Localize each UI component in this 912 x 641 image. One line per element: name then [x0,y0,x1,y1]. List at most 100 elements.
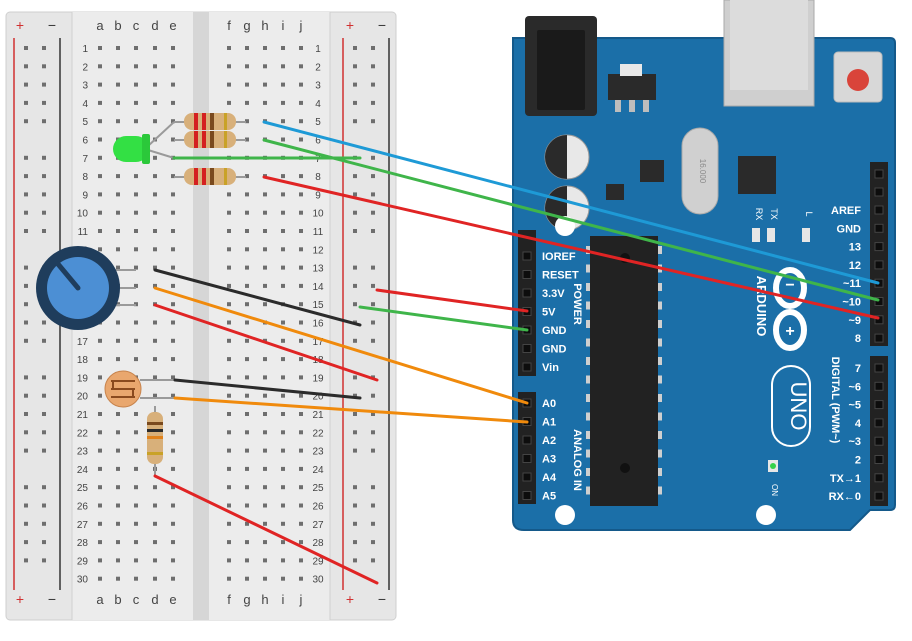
wire-green-pin-10[interactable] [262,138,880,302]
breadboard-hole[interactable] [227,521,231,526]
breadboard-hole[interactable] [134,229,138,233]
breadboard-hole[interactable] [153,174,157,179]
breadboard-hole[interactable] [281,64,285,69]
rail-hole[interactable] [371,229,375,233]
breadboard-hole[interactable] [245,393,249,398]
breadboard-hole[interactable] [153,540,157,545]
breadboard-hole[interactable] [263,82,267,87]
digital-pin[interactable] [874,436,884,446]
rail-hole[interactable] [42,540,46,545]
breadboard-hole[interactable] [171,64,175,69]
arduino-uno-board[interactable]: 16.000 RX TX L ON − + ARDUINO UNO [512,0,896,531]
breadboard-hole[interactable] [116,210,120,215]
breadboard-hole[interactable] [299,137,303,142]
rail-hole[interactable] [353,521,357,526]
breadboard-hole[interactable] [153,357,157,362]
rail-hole[interactable] [353,174,357,179]
rail-hole[interactable] [42,100,46,105]
breadboard-hole[interactable] [98,46,102,50]
breadboard-hole[interactable] [171,503,175,508]
breadboard-hole[interactable] [98,503,102,508]
breadboard-hole[interactable] [281,412,285,416]
digital-pin[interactable] [874,169,884,179]
breadboard-hole[interactable] [153,64,157,69]
breadboard-hole[interactable] [116,229,120,233]
breadboard-hole[interactable] [299,46,303,50]
rail-hole[interactable] [371,46,375,50]
rail-hole[interactable] [42,448,46,453]
breadboard-hole[interactable] [116,265,120,270]
breadboard-hole[interactable] [281,540,285,545]
breadboard-hole[interactable] [281,466,285,471]
breadboard-hole[interactable] [263,100,267,105]
breadboard-hole[interactable] [171,192,175,197]
breadboard-hole[interactable] [134,503,138,508]
rail-hole[interactable] [371,448,375,453]
breadboard-hole[interactable] [245,375,249,380]
rail-hole[interactable] [42,430,46,435]
breadboard-hole[interactable] [281,338,285,343]
rail-hole[interactable] [353,430,357,435]
breadboard-hole[interactable] [153,46,157,50]
breadboard-hole[interactable] [281,503,285,508]
resistor-1[interactable] [174,113,246,130]
rail-hole[interactable] [353,283,357,288]
breadboard-hole[interactable] [153,576,157,581]
breadboard-hole[interactable] [299,503,303,508]
digital-pin[interactable] [874,363,884,373]
breadboard-hole[interactable] [245,229,249,233]
breadboard-hole[interactable] [227,283,231,288]
breadboard-hole[interactable] [263,247,267,252]
breadboard-hole[interactable] [281,320,285,325]
breadboard-hole[interactable] [134,448,138,453]
breadboard-hole[interactable] [171,229,175,233]
breadboard-hole[interactable] [134,466,138,471]
breadboard-hole[interactable] [171,302,175,307]
breadboard-hole[interactable] [227,466,231,471]
breadboard-hole[interactable] [263,192,267,197]
breadboard-hole[interactable] [116,64,120,69]
breadboard-hole[interactable] [299,393,303,398]
breadboard-hole[interactable] [134,558,138,563]
breadboard-hole[interactable] [98,430,102,435]
rail-hole[interactable] [24,119,28,124]
rail-hole[interactable] [371,119,375,124]
breadboard-hole[interactable] [116,412,120,416]
rail-hole[interactable] [353,100,357,105]
breadboard-hole[interactable] [245,46,249,50]
breadboard[interactable]: 1122334455667788991010111112121313141415… [5,11,397,621]
breadboard-hole[interactable] [281,137,285,142]
breadboard-hole[interactable] [299,466,303,471]
rail-hole[interactable] [24,338,28,343]
rail-hole[interactable] [42,393,46,398]
breadboard-hole[interactable] [116,430,120,435]
breadboard-hole[interactable] [98,229,102,233]
breadboard-hole[interactable] [299,82,303,87]
breadboard-hole[interactable] [171,521,175,526]
breadboard-hole[interactable] [171,338,175,343]
breadboard-hole[interactable] [281,558,285,563]
wire-orange-a1[interactable] [173,396,529,424]
breadboard-hole[interactable] [171,247,175,252]
breadboard-hole[interactable] [281,46,285,50]
power-pin[interactable] [522,362,532,372]
breadboard-hole[interactable] [171,283,175,288]
breadboard-hole[interactable] [134,192,138,197]
power-pin[interactable] [522,288,532,298]
rail-hole[interactable] [42,210,46,215]
breadboard-hole[interactable] [134,540,138,545]
breadboard-hole[interactable] [263,46,267,50]
rail-hole[interactable] [371,155,375,160]
green-led[interactable] [113,121,175,164]
breadboard-hole[interactable] [153,82,157,87]
breadboard-hole[interactable] [171,466,175,471]
rail-hole[interactable] [353,82,357,87]
breadboard-hole[interactable] [116,247,120,252]
digital-pin[interactable] [874,400,884,410]
breadboard-hole[interactable] [281,448,285,453]
wire-black-pot-gnd[interactable] [153,268,362,327]
breadboard-hole[interactable] [116,558,120,563]
breadboard-hole[interactable] [134,576,138,581]
breadboard-hole[interactable] [227,448,231,453]
rail-hole[interactable] [371,320,375,325]
